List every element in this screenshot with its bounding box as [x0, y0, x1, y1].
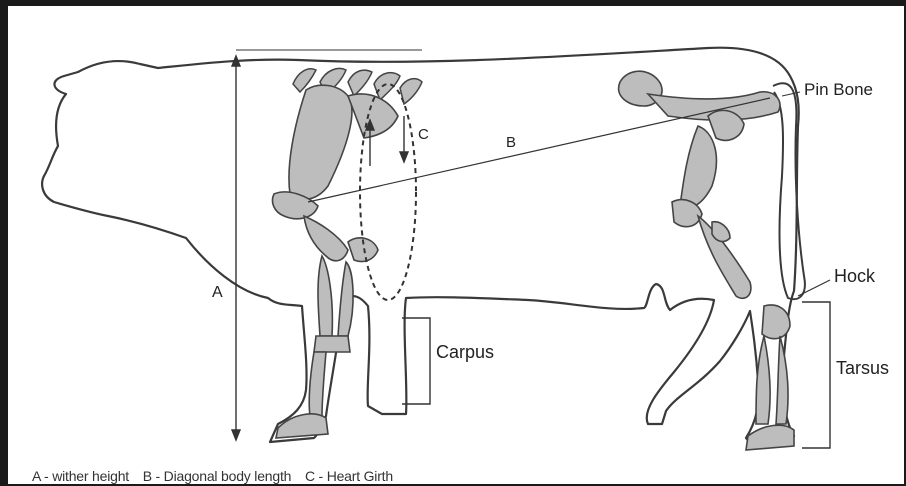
label-b: B: [506, 134, 516, 151]
label-carpus: Carpus: [436, 342, 494, 363]
label-tarsus: Tarsus: [836, 358, 889, 379]
legend-b: B - Diagonal body length: [143, 468, 292, 484]
legend-caption: A - wither height B - Diagonal body leng…: [32, 468, 403, 484]
foreleg-bones: [272, 85, 398, 438]
hock-leader: [798, 280, 830, 296]
label-c: C: [418, 126, 429, 143]
hindleg-bones: [619, 71, 794, 450]
cow-tail: [773, 83, 805, 299]
legend-c: C - Heart Girth: [305, 468, 393, 484]
label-a: A: [212, 284, 223, 302]
label-hock: Hock: [834, 266, 875, 287]
cow-diagram: [8, 6, 904, 484]
diagram-frame: A B C Pin Bone Hock Carpus Tarsus A - wi…: [8, 6, 904, 484]
legend-a: A - wither height: [32, 468, 129, 484]
tarsus-bracket: [802, 302, 830, 448]
label-pin-bone: Pin Bone: [804, 80, 873, 100]
